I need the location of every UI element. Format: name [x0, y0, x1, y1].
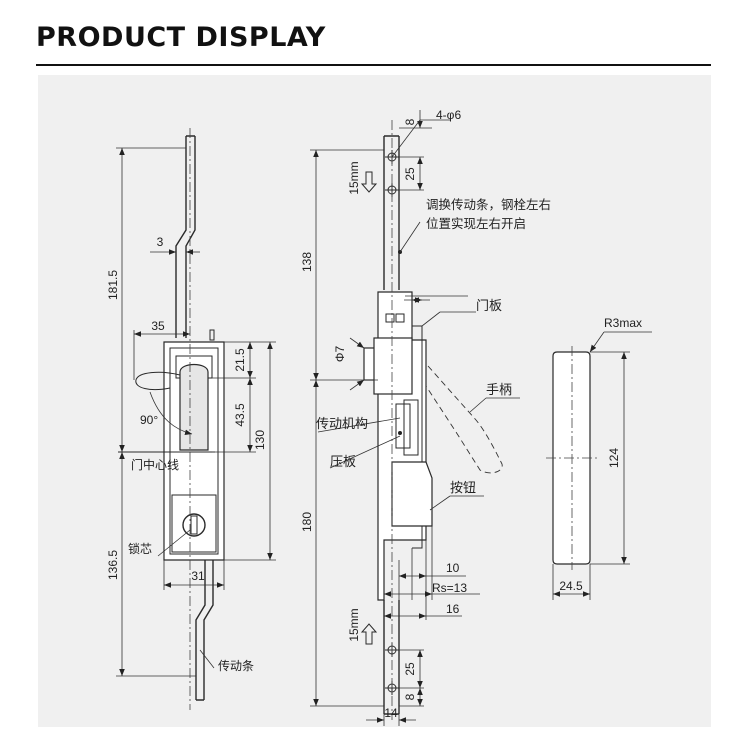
dim-25-top: 25 [403, 167, 417, 181]
shaft-base [373, 337, 413, 395]
dim-138: 138 [300, 252, 314, 272]
lock-core-housing [171, 494, 217, 553]
dim-14: 14 [384, 706, 398, 720]
cutout-view: R3max 124 24.5 [546, 316, 652, 600]
down-arrow-icon [360, 171, 378, 193]
dim-21-5: 21.5 [233, 348, 247, 372]
button-label: 按钮 [450, 480, 476, 495]
dim-phi7: Φ7 [333, 346, 347, 363]
lock-core [182, 513, 206, 537]
pin [209, 329, 215, 341]
dim-24-5: 24.5 [559, 579, 583, 593]
dim-31: 31 [191, 569, 205, 583]
dim-35: 35 [151, 319, 165, 333]
press-plate-label: 压板 [330, 454, 356, 469]
note-line-1: 调换传动条，钢栓左右 [426, 197, 551, 212]
handle-open [425, 365, 503, 474]
dim-43-5: 43.5 [233, 403, 247, 427]
dim-15mm-top: 15mm [347, 161, 361, 194]
dim-3: 3 [157, 235, 164, 249]
dim-8-bottom: 8 [403, 693, 417, 700]
button [391, 461, 433, 527]
dim-180: 180 [300, 512, 314, 532]
up-arrow-icon [360, 623, 378, 645]
drive-bar-label: 传动条 [218, 658, 254, 673]
handle-swing [135, 371, 181, 391]
side-drive-bar-upper [383, 135, 400, 290]
dim-25-bottom: 25 [403, 662, 417, 676]
square-1 [385, 313, 395, 323]
dim-16: 16 [446, 602, 460, 616]
dim-136-5: 136.5 [106, 550, 120, 580]
dim-r3max: R3max [604, 316, 642, 330]
lock-core-label: 锁芯 [128, 541, 152, 556]
press-plate-dot [398, 431, 402, 435]
side-view: 8 4-φ6 25 15mm 138 Φ7 180 调换传动条，钢栓左右 位置实… [300, 108, 551, 726]
door-panel [412, 325, 423, 549]
dim-124: 124 [607, 448, 621, 468]
dim-rs-13: Rs=13 [432, 581, 467, 595]
press-plate [403, 399, 419, 456]
drive-mechanism-inner [395, 403, 411, 449]
door-center-line-label: 门中心线 [131, 457, 179, 472]
door-panel-label: 门板 [476, 298, 502, 313]
page-title: PRODUCT DISPLAY [36, 22, 326, 53]
handle-label: 手柄 [486, 382, 512, 397]
drive-bar-upper [175, 135, 196, 338]
dim-10: 10 [446, 561, 460, 575]
dim-130: 130 [253, 430, 267, 450]
dim-8-top: 8 [403, 118, 417, 125]
front-view: 181.5 3 35 90° 21.5 43.5 130 门中心线 136.5 … [106, 128, 276, 710]
square-2 [395, 313, 405, 323]
note-line-2: 位置实现左右开启 [426, 216, 526, 231]
dim-4-phi6: 4-φ6 [436, 108, 461, 122]
handle-grip [179, 363, 209, 451]
dim-15mm-bottom: 15mm [347, 608, 361, 641]
dim-90-degrees: 90° [140, 413, 158, 427]
drive-mechanism-label: 传动机构 [316, 416, 368, 431]
lock-core-slot [190, 515, 198, 535]
dim-181-5: 181.5 [106, 270, 120, 300]
title-underline [36, 64, 711, 66]
lock-body-inner [169, 347, 219, 555]
